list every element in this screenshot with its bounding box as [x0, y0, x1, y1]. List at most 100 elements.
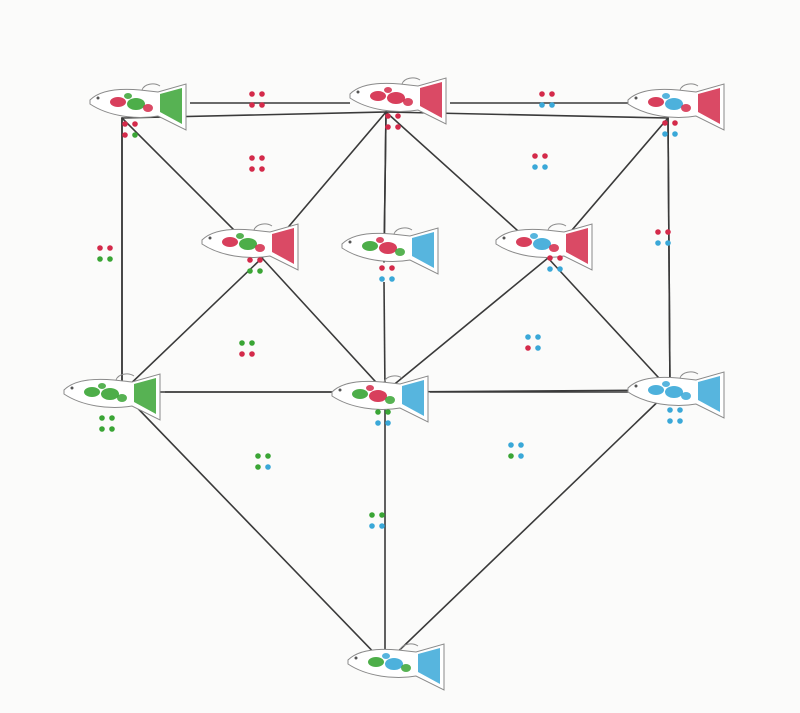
patch-mid	[101, 388, 119, 400]
patch-front	[648, 97, 664, 107]
allele-dot	[557, 255, 563, 261]
allele-dot	[249, 91, 255, 97]
patch-back	[681, 104, 691, 112]
allele-dot	[662, 120, 668, 126]
allele-dot	[239, 340, 245, 346]
allele-dot	[535, 345, 541, 351]
allele-dot	[549, 91, 555, 97]
edge-dots-face-ggg-ggb-gbb	[255, 453, 271, 470]
allele-dot	[677, 407, 683, 413]
edge-rgr-ggb	[261, 257, 386, 393]
fish-dots-rgr	[247, 257, 263, 274]
edge-bbb-gbb	[384, 389, 671, 665]
patch-top	[384, 87, 392, 93]
fish-dots-rrb	[662, 120, 678, 137]
allele-dot	[107, 256, 113, 262]
patch-back	[385, 396, 395, 404]
allele-dot	[532, 164, 538, 170]
allele-dot	[132, 121, 138, 127]
fish-dots-rgb	[379, 265, 395, 282]
patch-front	[110, 97, 126, 107]
allele-dot	[547, 255, 553, 261]
dorsal-fin	[253, 223, 273, 231]
patch-tail	[566, 228, 588, 264]
edge-dots-rgg-rrr	[249, 91, 265, 108]
allele-dot	[655, 229, 661, 235]
patch-mid	[533, 238, 551, 250]
patch-front	[516, 237, 532, 247]
allele-dot	[249, 340, 255, 346]
allele-dot	[508, 453, 514, 459]
allele-dot	[265, 464, 271, 470]
patch-tail	[402, 380, 424, 416]
patch-tail	[698, 88, 720, 124]
edge-rgr-ggg	[121, 257, 263, 393]
fish-rgg	[89, 83, 187, 131]
dorsal-fin	[547, 223, 567, 231]
allele-dot	[109, 415, 115, 421]
fish-eye	[502, 236, 506, 240]
patch-top	[236, 233, 244, 239]
patch-front	[368, 657, 384, 667]
edge-dots-ggb-gbb	[369, 512, 385, 529]
edge-dots-rrb-bbb	[655, 229, 671, 246]
allele-dot	[265, 453, 271, 459]
patch-mid	[385, 658, 403, 670]
allele-dot	[667, 418, 673, 424]
dots-layer	[97, 91, 683, 529]
edge-rbr-ggb	[384, 257, 549, 393]
fish-eye	[348, 240, 352, 244]
edge-dots-rrr-rrb	[539, 91, 555, 108]
allele-dot	[385, 124, 391, 130]
patch-mid	[665, 386, 683, 398]
fish-dots-ggg	[99, 415, 115, 432]
allele-dot	[249, 166, 255, 172]
allele-dot	[655, 240, 661, 246]
allele-dot	[122, 132, 128, 138]
fish-dots-bbb	[667, 407, 683, 424]
allele-dot	[379, 512, 385, 518]
allele-dot	[542, 153, 548, 159]
allele-dot	[662, 131, 668, 137]
fish-ggg	[63, 373, 161, 421]
allele-dot	[542, 164, 548, 170]
allele-dot	[97, 256, 103, 262]
fish-eye	[634, 96, 638, 100]
fish-rgb	[341, 227, 439, 275]
dorsal-fin	[383, 375, 403, 383]
allele-dot	[385, 409, 391, 415]
patch-front	[370, 91, 386, 101]
fish-rbr	[495, 223, 593, 271]
allele-dot	[369, 512, 375, 518]
dorsal-fin	[679, 371, 699, 379]
edge-dots-rgg-ggg	[97, 245, 113, 262]
fish-rrr	[349, 77, 447, 125]
allele-dot	[259, 166, 265, 172]
allele-dot	[535, 334, 541, 340]
fish-eye	[356, 90, 360, 94]
dorsal-fin	[679, 83, 699, 91]
fish-dots-ggb	[375, 409, 391, 426]
allele-dot	[239, 351, 245, 357]
patch-back	[401, 664, 411, 672]
allele-dot	[379, 265, 385, 271]
allele-dot	[525, 334, 531, 340]
allele-dot	[249, 102, 255, 108]
allele-dot	[247, 257, 253, 263]
allele-dot	[557, 266, 563, 272]
patch-front	[648, 385, 664, 395]
edge-ggg-gbb	[121, 391, 386, 665]
allele-dot	[257, 257, 263, 263]
allele-dot	[665, 229, 671, 235]
patch-top	[376, 237, 384, 243]
allele-dot	[249, 155, 255, 161]
allele-dot	[379, 276, 385, 282]
edge-dots-face-rgg-rgr-ggg	[239, 340, 255, 357]
allele-dot	[672, 131, 678, 137]
edge-rrb-bbb-right	[667, 117, 671, 391]
patch-tail	[420, 82, 442, 118]
allele-dot	[525, 345, 531, 351]
allele-dot	[259, 91, 265, 97]
allele-dot	[379, 523, 385, 529]
patch-tail	[418, 648, 440, 684]
